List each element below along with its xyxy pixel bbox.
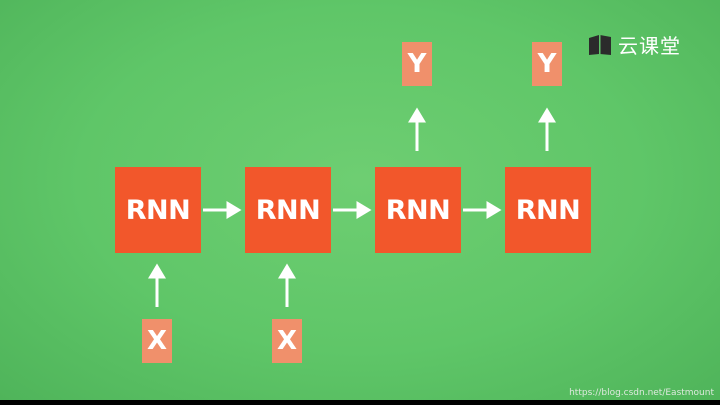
- rnn-cell-1: RNN: [115, 167, 201, 253]
- input-x-2: X: [272, 319, 302, 363]
- rnn-cell-3: RNN: [375, 167, 461, 253]
- output-y-1: Y: [402, 42, 432, 86]
- rnn-cell-4: RNN: [505, 167, 591, 253]
- logo: 云课堂: [588, 30, 681, 59]
- watermark-url: https://blog.csdn.net/Eastmount: [569, 388, 714, 398]
- input-x-1: X: [142, 319, 172, 363]
- logo-text: 云课堂: [618, 34, 681, 58]
- rnn-cell-2: RNN: [245, 167, 331, 253]
- book-icon: [589, 34, 611, 55]
- output-y-2: Y: [532, 42, 562, 86]
